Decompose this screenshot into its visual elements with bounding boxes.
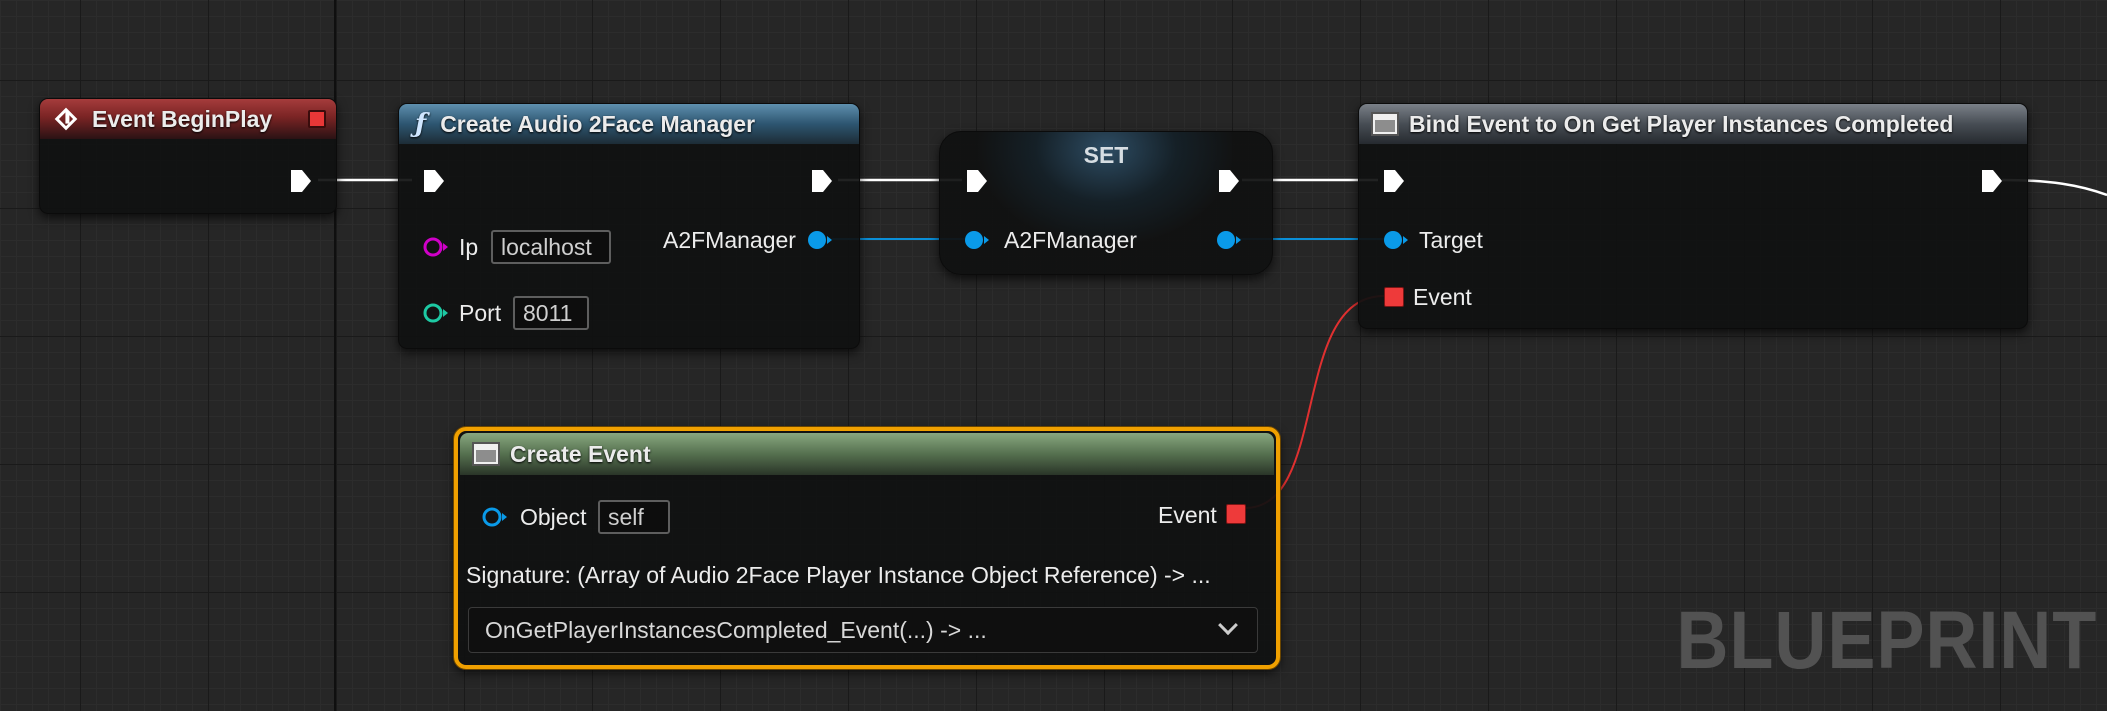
object-input-field[interactable]: self	[598, 500, 670, 534]
port-input-pin[interactable]	[423, 303, 448, 323]
create-event-node[interactable]: Create Event Object self Event Signature…	[454, 427, 1280, 669]
a2fmanager-output-label: A2FManager	[663, 227, 796, 253]
create-event-header[interactable]: Create Event	[460, 433, 1274, 475]
a2fmanager-input-pin[interactable]	[964, 230, 989, 250]
event-input-pin[interactable]	[1384, 287, 1404, 307]
chevron-down-icon	[1218, 615, 1238, 636]
event-output-label: Event	[1158, 502, 1217, 528]
set-variable-label: A2FManager	[1004, 227, 1137, 253]
event-beginplay-node[interactable]: Event BeginPlay	[39, 98, 337, 214]
event-dispatcher-icon	[1371, 112, 1399, 136]
ip-label: Ip	[459, 234, 479, 260]
create-event-title: Create Event	[510, 440, 651, 467]
object-label: Object	[520, 504, 587, 530]
set-title: SET	[1083, 142, 1129, 168]
exec-input-pin[interactable]	[966, 169, 988, 193]
event-input-label: Event	[1413, 284, 1472, 310]
blueprint-watermark: BLUEPRINT	[1676, 595, 2097, 686]
exec-output-pin[interactable]	[290, 169, 312, 193]
create-manager-header[interactable]: ƒ Create Audio 2Face Manager	[399, 104, 859, 144]
bind-event-node[interactable]: Bind Event to On Get Player Instances Co…	[1358, 103, 2028, 329]
target-label: Target	[1419, 227, 1483, 253]
bind-event-title: Bind Event to On Get Player Instances Co…	[1409, 110, 1954, 137]
ip-input-field[interactable]: localhost	[491, 230, 611, 264]
event-beginplay-title: Event BeginPlay	[92, 105, 273, 132]
exec-output-pin[interactable]	[811, 169, 833, 193]
grid-guide-vertical	[334, 0, 336, 711]
port-input-field[interactable]: 8011	[513, 296, 589, 330]
target-input-pin[interactable]	[1383, 230, 1408, 250]
set-node[interactable]: SET A2FManager	[939, 131, 1273, 275]
bind-event-header[interactable]: Bind Event to On Get Player Instances Co…	[1359, 104, 2027, 144]
event-dispatcher-icon	[472, 442, 500, 466]
event-beginplay-header[interactable]: Event BeginPlay	[40, 99, 336, 139]
function-select-dropdown[interactable]: OnGetPlayerInstancesCompleted_Event(...)…	[468, 607, 1258, 653]
a2fmanager-output-pin[interactable]	[1216, 230, 1241, 250]
exec-input-pin[interactable]	[423, 169, 445, 193]
delegate-output-pin-icon[interactable]	[308, 110, 326, 128]
exec-input-pin[interactable]	[1383, 169, 1405, 193]
a2fmanager-output-pin[interactable]	[807, 230, 832, 250]
event-icon	[54, 107, 78, 131]
exec-output-pin[interactable]	[1981, 169, 2003, 193]
function-icon: ƒ	[415, 109, 427, 139]
exec-output-pin[interactable]	[1218, 169, 1240, 193]
object-input-pin[interactable]	[482, 507, 507, 527]
port-label: Port	[459, 300, 502, 326]
create-audio2face-manager-node[interactable]: ƒ Create Audio 2Face Manager Ip localhos…	[398, 103, 860, 349]
event-output-pin[interactable]	[1226, 504, 1246, 524]
signature-text: Signature: (Array of Audio 2Face Player …	[466, 562, 1211, 588]
ip-input-pin[interactable]	[423, 237, 448, 257]
create-manager-title: Create Audio 2Face Manager	[440, 110, 756, 137]
function-select-value: OnGetPlayerInstancesCompleted_Event(...)…	[485, 617, 987, 643]
